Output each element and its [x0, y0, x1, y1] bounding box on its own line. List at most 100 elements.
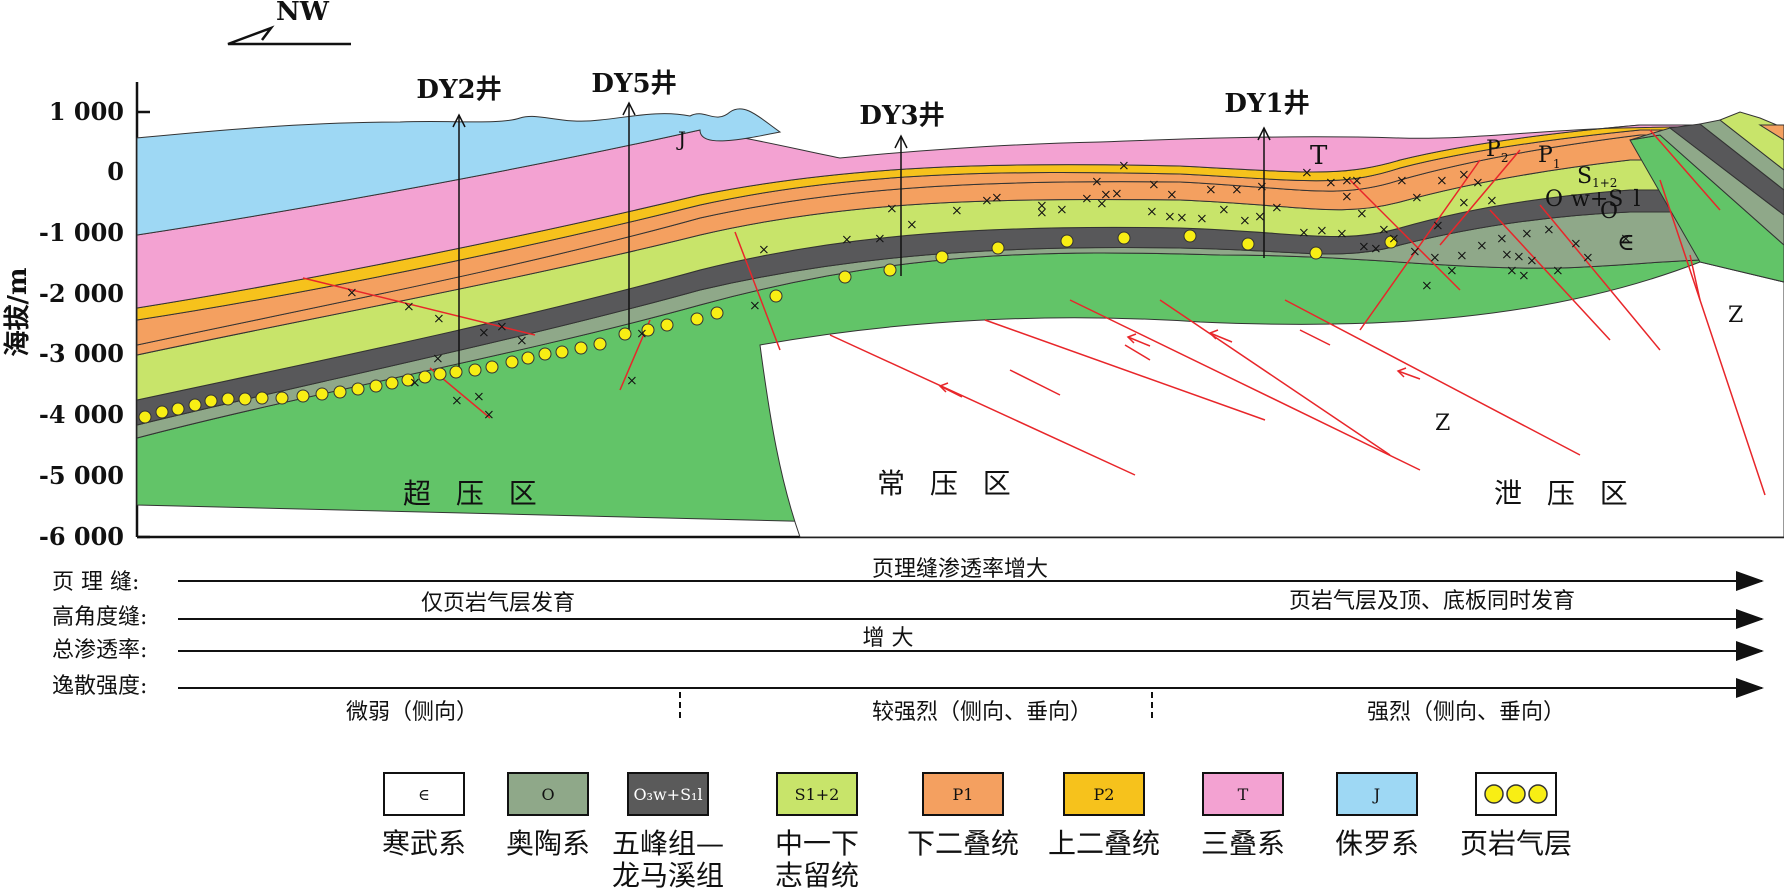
axis-tick-label: -6 000 — [39, 522, 124, 551]
gas-marker — [188, 398, 202, 412]
legend: ∈寒武系O奥陶系O₃w+S₁l五峰组—龙马溪组S1+2中一下志留统P1下二叠统P… — [382, 772, 1572, 889]
row-label-escape-intensity: 逸散强度: — [52, 674, 147, 699]
well-4: DY1井 — [1224, 89, 1310, 258]
axis-title: 海拔/m — [3, 267, 33, 356]
fracture-mark: × — [1231, 182, 1243, 198]
well-2: DY5井 — [591, 69, 677, 338]
legend-swatch — [507, 772, 589, 816]
legend-item: ∈寒武系 — [382, 772, 466, 860]
fracture-mark: × — [1091, 174, 1103, 190]
legend-swatch — [383, 772, 465, 816]
axis-tick-label: 0 — [107, 157, 124, 186]
fracture-mark: × — [1543, 222, 1555, 238]
fracture-mark: × — [1176, 210, 1188, 226]
well-1: DY2井 — [416, 75, 502, 373]
gas-marker — [255, 391, 269, 405]
fracture-mark: × — [1458, 167, 1470, 183]
gas-marker — [418, 370, 432, 384]
gas-marker — [385, 376, 399, 390]
axis-tick-label: -2 000 — [39, 279, 124, 308]
fracture-mark: × — [1196, 211, 1208, 227]
legend-symbol: S1+2 — [795, 785, 840, 804]
gas-marker — [315, 387, 329, 401]
gas-marker — [171, 402, 185, 416]
fracture-mark: × — [346, 285, 358, 301]
legend-item: J 侏罗系 — [1335, 772, 1419, 860]
fracture-mark: × — [433, 311, 445, 327]
strata — [136, 108, 1784, 538]
fracture-mark: × — [951, 203, 963, 219]
fracture-mark: × — [1256, 179, 1268, 195]
fracture-mark: × — [626, 373, 638, 389]
fracture-mark: × — [1472, 175, 1484, 191]
fracture-markers: ××××××××××××××××××××××××××××××××××××××××… — [346, 158, 1632, 423]
fracture-mark: × — [1370, 241, 1382, 257]
legend-label: 龙马溪组 — [612, 859, 724, 889]
fracture-mark: × — [1325, 175, 1337, 191]
row-text-escape-strong: 强烈（侧向、垂向） — [1367, 700, 1565, 725]
gas-marker — [369, 379, 383, 393]
fracture-mark: × — [1456, 248, 1468, 264]
fracture-mark: × — [1271, 200, 1283, 216]
gas-marker — [991, 241, 1005, 255]
zone-normal-pressure: 常 压 区 — [877, 467, 1019, 500]
gas-marker — [883, 263, 897, 277]
wells: DY2井 DY5井 DY3井 DY1井 — [416, 69, 1310, 373]
legend-label: 五峰组— — [612, 827, 724, 860]
fracture-mark: × — [1570, 236, 1582, 252]
legend-symbol: P1 — [953, 785, 974, 804]
legend-label: 奥陶系 — [506, 827, 590, 860]
fracture-mark: × — [749, 298, 761, 314]
fracture-mark: × — [478, 325, 490, 341]
fracture-mark: × — [1118, 158, 1130, 174]
triassic-layer — [136, 124, 1784, 309]
row-label-bedding-fracture: 页 理 缝: — [52, 570, 139, 595]
fracture-mark: × — [516, 333, 528, 349]
fracture-mark: × — [1396, 173, 1408, 189]
shale-gas-markers — [138, 229, 1398, 424]
fracture-mark: × — [991, 190, 1003, 206]
fracture-mark: × — [1526, 253, 1538, 269]
fracture-mark: × — [1378, 222, 1390, 238]
legend-label: 侏罗系 — [1335, 827, 1419, 860]
fracture-mark: × — [1351, 173, 1363, 189]
fracture-mark: × — [1341, 173, 1353, 189]
fracture-mark: × — [1446, 263, 1458, 279]
gas-marker — [769, 289, 783, 303]
gas-marker — [351, 382, 365, 396]
gas-marker — [935, 250, 949, 264]
gas-marker — [449, 365, 463, 379]
fracture-mark: × — [1218, 202, 1230, 218]
gas-marker — [641, 323, 655, 337]
legend-swatch — [776, 772, 858, 816]
fracture-mark: × — [1582, 250, 1594, 266]
gas-marker — [238, 392, 252, 406]
gas-marker — [538, 347, 552, 361]
unit-label-cambrian: ∈ — [1617, 228, 1635, 256]
gas-marker — [204, 394, 218, 408]
fracture-mark: × — [473, 389, 485, 405]
well-3: DY3井 — [859, 101, 945, 276]
fracture-mark: × — [1036, 205, 1048, 221]
fracture-mark: × — [1298, 225, 1310, 241]
fracture-mark: × — [1476, 238, 1488, 254]
row-text-total-permeability: 增 大 — [863, 626, 914, 651]
gas-marker — [1060, 234, 1074, 248]
fracture-mark: × — [1358, 239, 1370, 255]
legend-swatch — [1336, 772, 1418, 816]
fracture-mark: × — [1501, 247, 1513, 263]
legend-label: 上二叠统 — [1048, 827, 1160, 860]
fracture-mark: × — [1521, 226, 1533, 242]
axis-tick-label: -1 000 — [39, 218, 124, 247]
unit-label-p1: P1 — [1538, 143, 1560, 171]
gas-marker — [138, 410, 152, 424]
row-label-high-angle-fracture: 高角度缝: — [52, 605, 147, 630]
legend-symbol: J — [1372, 785, 1380, 804]
legend-label: 志留统 — [775, 859, 859, 889]
zone-overpressure: 超 压 区 — [403, 477, 545, 510]
fracture-mark: × — [1506, 263, 1518, 279]
legend-symbol: O — [541, 785, 554, 804]
